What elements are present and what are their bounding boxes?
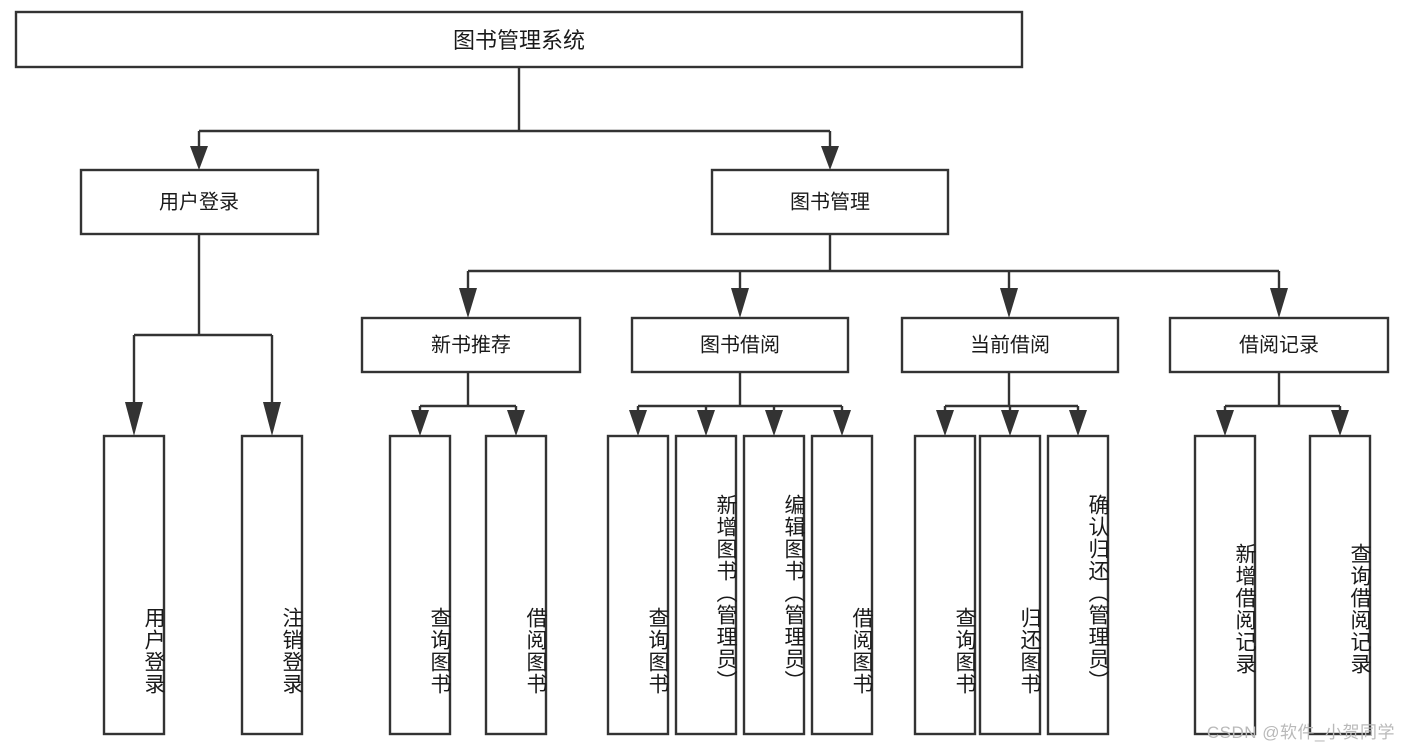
label-root: 图书管理系统 [453,28,585,53]
arrowhead-user-login [190,146,208,170]
arrowhead-borrow-record [1270,288,1288,318]
node-leaf-return-book[interactable] [978,434,1042,736]
arrowhead-leaf-logout [263,402,281,436]
node-leaf-query-book-1[interactable] [388,434,452,736]
node-leaf-query-book-3[interactable] [913,434,977,736]
arrowhead-leaf-add-record [1216,410,1234,436]
arrowhead-leaf-confirm-return [1069,410,1087,436]
labels-layer: 图书管理系统 用户登录 图书管理 新书推荐 图书借阅 当前借阅 借阅记录 [159,28,1319,356]
node-current-borrow[interactable] [900,316,1120,374]
label-new-book-rec: 新书推荐 [431,333,511,356]
node-leaf-add-book[interactable] [674,434,738,736]
node-book-borrow[interactable] [630,316,850,374]
arrowhead-leaf-edit-book [765,410,783,436]
node-leaf-confirm-return[interactable] [1046,434,1110,736]
arrowhead-leaf-add-book [697,410,715,436]
node-leaf-borrow-book-2[interactable] [810,434,874,736]
node-book-manage[interactable] [710,168,950,236]
node-leaf-user-login[interactable] [102,434,166,736]
arrowhead-leaf-borrow-book-1 [507,410,525,436]
arrowhead-book-manage [821,146,839,170]
label-current-borrow: 当前借阅 [970,333,1050,356]
node-new-book-rec[interactable] [360,316,582,374]
node-root[interactable] [14,10,1024,69]
node-leaf-add-record[interactable] [1193,434,1257,736]
arrowhead-current-borrow [1000,288,1018,318]
arrowhead-leaf-borrow-book-2 [833,410,851,436]
nodes-layer [14,10,1390,736]
node-leaf-borrow-book-1[interactable] [484,434,548,736]
node-leaf-logout[interactable] [240,434,304,736]
connectors-layer [125,67,1349,436]
arrowhead-leaf-query-book-2 [629,410,647,436]
arrowhead-leaf-query-book-3 [936,410,954,436]
arrowhead-leaf-query-book-1 [411,410,429,436]
node-user-login[interactable] [79,168,320,236]
node-borrow-record[interactable] [1168,316,1390,374]
arrowhead-leaf-query-record [1331,410,1349,436]
label-borrow-record: 借阅记录 [1239,333,1319,356]
node-leaf-query-record[interactable] [1308,434,1372,736]
arrowhead-new-book-rec [459,288,477,318]
node-leaf-query-book-2[interactable] [606,434,670,736]
label-user-login: 用户登录 [159,190,239,213]
label-book-manage: 图书管理 [790,190,870,213]
arrowhead-leaf-user-login [125,402,143,436]
node-leaf-edit-book[interactable] [742,434,806,736]
arrowhead-book-borrow [731,288,749,318]
arrowhead-leaf-return-book [1001,410,1019,436]
label-book-borrow: 图书借阅 [700,333,780,356]
